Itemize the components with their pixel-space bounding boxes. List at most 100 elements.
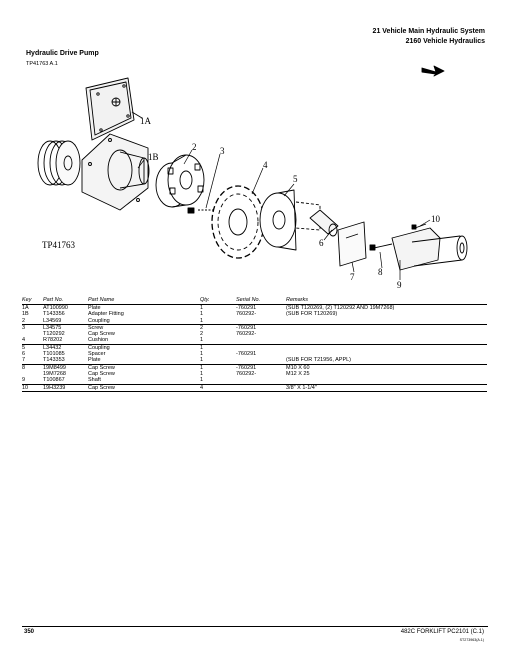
table-row: 6 T101085 Spacer 1 -760291 [22,351,487,357]
cell-qty: 1 [200,377,236,385]
cell-qty: 1 [200,364,204,371]
cell-remarks: M12 X 25 [286,370,310,377]
callout-4: 4 [263,160,268,170]
cell-qty: 2 [200,331,204,338]
cell-remarks: M10 X 60 [286,364,310,371]
cell-part-name: Coupling [88,344,110,351]
pulley [37,140,81,186]
part-6-spacer [309,209,339,237]
cell-qty: 4 [200,384,236,392]
cell-remarks [286,377,487,385]
callout-7: 7 [350,272,355,282]
part-10-cap-screw [411,223,427,230]
illustration-plate-label: TP41763 [42,240,76,250]
cell-part-no: R78202 [43,337,88,345]
cell-part-name: Plate [88,357,200,365]
part-4-cushion [211,185,265,259]
direction-arrow-icon [421,65,445,77]
cell-serial-no: 760292- [236,311,257,318]
cell-serial-no [236,384,286,392]
figure-title: Hydraulic Drive Pump [26,50,99,57]
cell-qty: 1 [200,351,204,358]
part-1b-adapter [81,133,150,211]
cell-remarks [286,324,487,331]
table-row: 1B T143356 Adapter Fitting 1 760292- (SUB FOR… [22,311,487,317]
cell-serial-no: 760292- [236,370,257,377]
cell-remarks [286,344,487,351]
callout-leaders [137,149,431,280]
part-9-shaft [391,227,468,271]
cell-part-no: T143353 [43,357,88,365]
cell-serial-no [236,317,286,325]
cell-part-name: Adapter Fitting [88,311,124,318]
col-key: Key [22,297,43,305]
cell-serial-no: -760291 [236,351,257,358]
callout-3: 3 [220,146,225,156]
cell-part-name: Spacer [88,351,106,358]
part-1a-plate [85,77,143,141]
cell-remarks: (SUB FOR T21956, APPL) [286,357,487,365]
part-8-cap-screw [369,243,393,251]
cell-key: 7 [22,357,43,365]
cell-key: 5 [22,344,26,351]
cell-key: 6 [22,351,26,358]
callout-8: 8 [378,267,383,277]
callout-5: 5 [293,174,298,184]
cell-part-name: Shaft [88,377,200,385]
col-part-name: Part Name [88,297,200,305]
cell-remarks: (SUB T120269, (2) T120292 AND 19M7268) [286,305,395,311]
cell-qty: 1 [200,305,204,311]
cell-part-no: L34575 [43,324,62,331]
cell-serial-no: -760291 [236,305,257,311]
cell-qty: 1 [200,337,236,345]
cell-remarks: (SUB FOR T120269) [286,311,338,318]
cell-qty: 1 [200,311,204,318]
cell-remarks [286,337,487,345]
document-code: ST273963(A.1) [459,638,484,642]
cell-part-no: AT100990 [43,305,68,311]
cell-part-no: 19M8499 [43,364,66,371]
cell-part-no: T143356 [43,311,65,318]
callout-1a: 1A [140,116,152,126]
cell-part-name: Cap Screw [88,364,115,371]
cell-key: 1B [22,311,29,318]
col-qty: Qty. [200,297,236,305]
parts-table: Key Part No. Part Name Qty. Serial No. R… [22,297,487,392]
cell-part-no: T100867 [43,377,88,385]
cell-remarks [286,317,487,325]
cell-serial-no: -760291 [236,324,257,331]
cell-key: 4 [22,337,43,345]
col-part-no: Part No. [43,297,88,305]
table-row: 8 19M8499 Cap Screw 1 -760291 M10 X 60 [22,364,487,371]
cell-serial-no [236,344,286,351]
cell-part-no: T120292 [43,331,65,338]
cell-serial-no: 760292- [236,331,257,338]
cell-serial-no [236,337,286,345]
cell-part-name: Cap Screw [88,370,115,377]
exploded-view-illustration: 1A 1B 2 3 4 5 6 7 8 9 10 TP41763 [37,65,468,290]
cell-serial-no: -760291 [236,364,257,371]
callout-1b: 1B [148,152,159,162]
cell-part-name: Cap Screw [88,384,200,392]
cell-serial-no [236,377,286,385]
cell-key: 1A [22,305,29,311]
cell-part-name: Cushion [88,337,200,345]
cell-part-no: 19H3239 [43,384,88,392]
col-remarks: Remarks [286,297,487,305]
col-serial-no: Serial No. [236,297,286,305]
cell-key: 8 [22,364,26,371]
cell-part-no: T101085 [43,351,65,358]
cell-qty: 1 [200,357,236,365]
cell-qty: 1 [200,370,204,377]
cell-part-name: Screw [88,324,104,331]
cell-qty: 1 [200,317,236,325]
model-reference: 482C FORKLIFT PC2101 (C.1) [400,629,484,635]
